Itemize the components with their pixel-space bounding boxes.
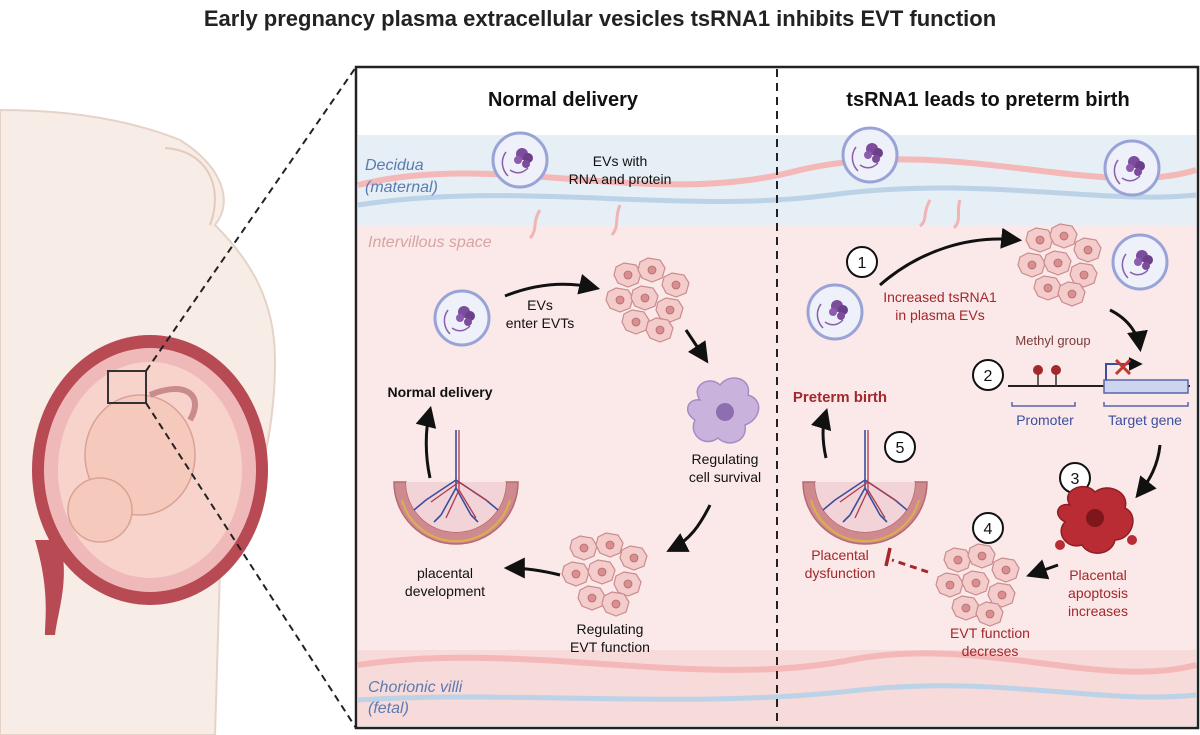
- ev-vesicle-icon: [1103, 139, 1161, 197]
- step-number: 5: [896, 440, 905, 457]
- decidua-label-2: (maternal): [365, 179, 438, 196]
- ev-vesicle-icon: [433, 289, 491, 347]
- pregnancy-illustration: [0, 108, 277, 735]
- increase-label-2: in plasma EVs: [895, 307, 984, 323]
- promoter-label: Promoter: [1016, 412, 1074, 428]
- ev-vesicle-icon: [806, 283, 864, 341]
- step-number: 3: [1071, 471, 1080, 488]
- step-marker: [846, 246, 878, 278]
- chorionic-label-2: (fetal): [368, 700, 409, 717]
- preterm-birth-outcome: Preterm birth: [793, 389, 887, 406]
- step-number: 1: [858, 255, 867, 272]
- target-gene-label: Target gene: [1108, 412, 1182, 428]
- inhibition-line: [891, 558, 929, 574]
- evt-decrease-label-2: decreses: [962, 643, 1019, 659]
- step-marker: [972, 359, 1004, 391]
- evs-label-1: EVs with: [593, 153, 647, 169]
- increase-label-1: Increased tsRNA1: [883, 289, 997, 305]
- enter-label-2: enter EVTs: [506, 315, 574, 331]
- right-panel-title: tsRNA1 leads to preterm birth: [846, 89, 1129, 111]
- placenta-label-1: placental: [417, 565, 473, 581]
- evt-label-2: EVT function: [570, 639, 650, 655]
- step-number: 4: [984, 521, 993, 538]
- dysfunction-label-1: Placental: [811, 547, 869, 563]
- apoptosis-cell-icon: [1055, 486, 1137, 554]
- survival-cell-icon: [686, 377, 760, 444]
- zoom-line-bottom: [145, 402, 357, 729]
- chorionic-label-1: Chorionic villi: [368, 679, 463, 696]
- apoptosis-label-2: apoptosis: [1068, 585, 1128, 601]
- gene-methylation-icon: [1008, 357, 1190, 407]
- survival-label-2: cell survival: [689, 469, 761, 485]
- intervillous-label: Intervillous space: [368, 234, 492, 251]
- ev-vesicle-icon: [1111, 233, 1169, 291]
- normal-delivery-outcome: Normal delivery: [387, 384, 492, 400]
- methyl-group-label: Methyl group: [1015, 333, 1090, 348]
- apoptosis-label-1: Placental: [1069, 567, 1127, 583]
- survival-label-1: Regulating: [692, 451, 759, 467]
- apoptosis-label-3: increases: [1068, 603, 1128, 619]
- step-marker: [884, 431, 916, 463]
- enter-label-1: EVs: [527, 297, 553, 313]
- evt-decrease-label-1: EVT function: [950, 625, 1030, 641]
- dysfunction-label-2: dysfunction: [805, 565, 876, 581]
- figure-title: Early pregnancy plasma extracellular ves…: [203, 6, 997, 31]
- step-marker: [972, 512, 1004, 544]
- zoom-line-top: [145, 66, 357, 372]
- evt-label-1: Regulating: [577, 621, 644, 637]
- ev-vesicle-icon: [491, 131, 549, 189]
- step-number: 2: [984, 368, 993, 385]
- diagram-panel: [354, 65, 1200, 730]
- placenta-label-2: development: [405, 583, 485, 599]
- decidua-label-1: Decidua: [365, 157, 424, 174]
- left-panel-title: Normal delivery: [488, 89, 639, 111]
- evs-label-2: RNA and protein: [569, 171, 672, 187]
- ev-vesicle-icon: [841, 126, 899, 184]
